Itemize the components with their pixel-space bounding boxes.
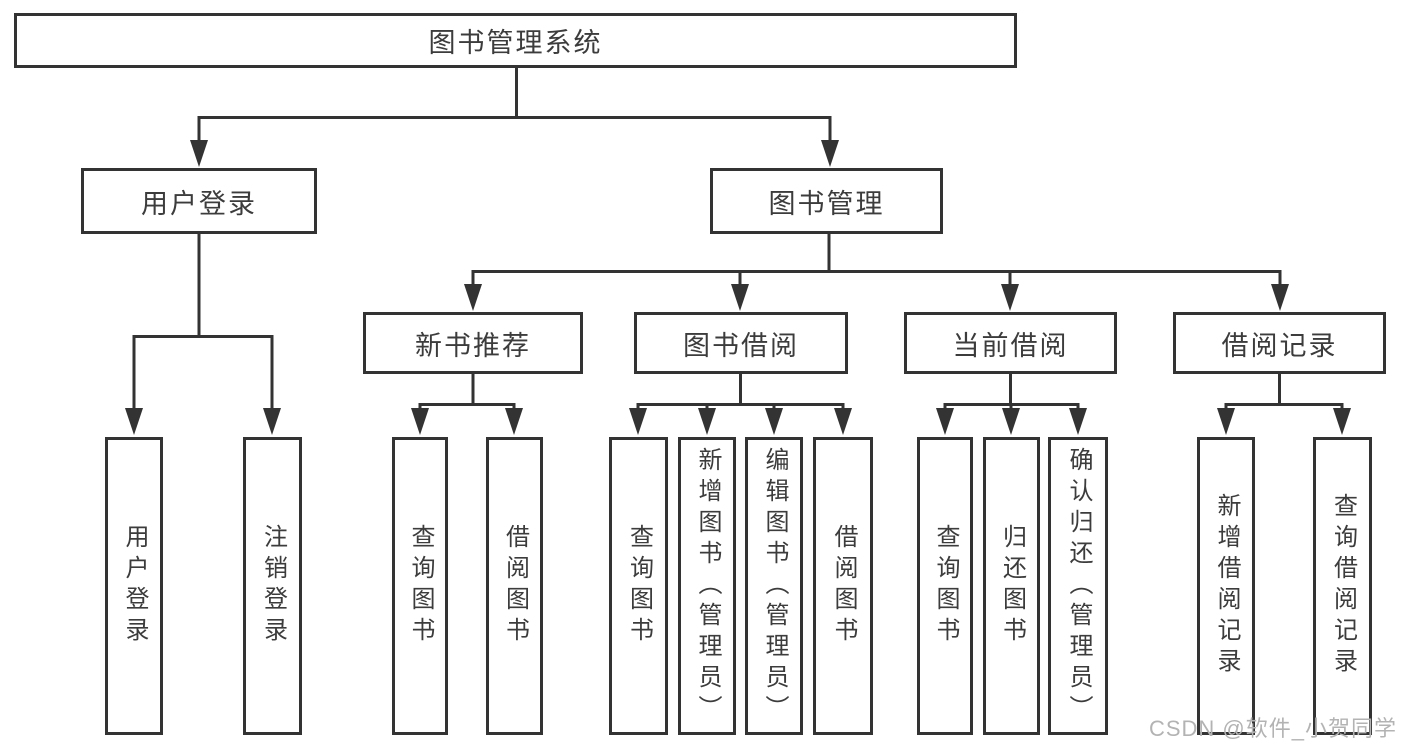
leaf-current-return-books: 归还图书 [983, 437, 1040, 735]
node-label: 借阅图书 [830, 524, 857, 648]
node-label: 新增图书（管理员） [694, 446, 721, 726]
node-label: 借阅记录 [1221, 330, 1338, 361]
node-label: 用户登录 [141, 188, 257, 219]
node-label: 图书借阅 [683, 330, 799, 361]
leaf-newbook-query-books: 查询图书 [392, 437, 448, 735]
node-label: 确认归还（管理员） [1065, 446, 1092, 726]
node-new-book-recommend: 新书推荐 [363, 312, 583, 374]
node-book-management: 图书管理 [710, 168, 943, 234]
node-user-login: 用户登录 [81, 168, 317, 234]
node-label: 查询图书 [932, 524, 959, 648]
node-label: 归还图书 [998, 524, 1026, 648]
leaf-user-login: 用户登录 [105, 437, 163, 735]
csdn-watermark: CSDN @软件_小贺同学 [1148, 716, 1397, 741]
leaf-borrowing-borrow-books: 借阅图书 [813, 437, 873, 735]
node-label: 新增借阅记录 [1213, 493, 1240, 679]
leaf-borrowing-edit-books-admin: 编辑图书（管理员） [745, 437, 803, 735]
leaf-current-confirm-return-admin: 确认归还（管理员） [1048, 437, 1108, 735]
node-book-borrowing: 图书借阅 [634, 312, 848, 374]
node-label: 图书管理 [768, 188, 885, 219]
leaf-borrowing-add-books-admin: 新增图书（管理员） [678, 437, 736, 735]
node-label: 查询借阅记录 [1329, 493, 1357, 679]
node-label: 用户登录 [121, 524, 148, 648]
node-label: 查询图书 [625, 524, 653, 648]
node-label: 图书管理系统 [428, 28, 603, 58]
node-label: 当前借阅 [952, 330, 1069, 361]
node-label: 借阅图书 [501, 524, 529, 648]
node-borrow-records: 借阅记录 [1173, 312, 1386, 374]
node-label: 查询图书 [407, 524, 434, 648]
node-root-system: 图书管理系统 [14, 13, 1017, 68]
leaf-borrowing-query-books: 查询图书 [609, 437, 668, 735]
leaf-current-query-books: 查询图书 [917, 437, 973, 735]
leaf-records-add-record: 新增借阅记录 [1197, 437, 1255, 735]
node-label: 编辑图书（管理员） [761, 446, 788, 726]
leaf-logout: 注销登录 [243, 437, 302, 735]
leaf-records-query-record: 查询借阅记录 [1313, 437, 1372, 735]
node-label: 注销登录 [259, 524, 287, 648]
leaf-newbook-borrow-books: 借阅图书 [486, 437, 543, 735]
node-current-borrowing: 当前借阅 [904, 312, 1117, 374]
node-label: 新书推荐 [415, 330, 531, 361]
